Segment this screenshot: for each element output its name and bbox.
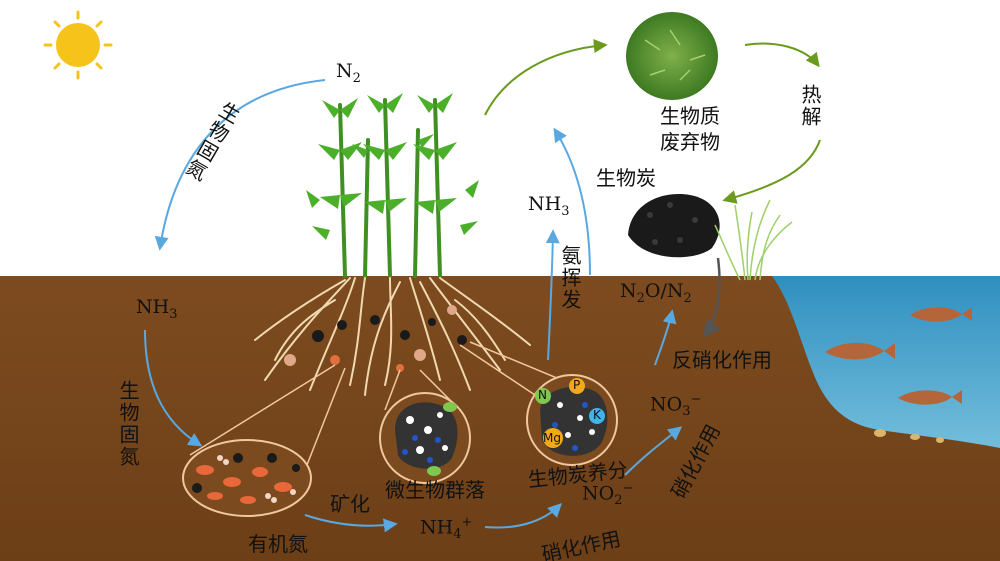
- arrow-mineralization: [304, 514, 398, 533]
- label-nutrient-mg: Mg: [543, 431, 561, 445]
- label-microbial-community: 微生物群落: [385, 478, 485, 502]
- arrow-denitrification: [654, 309, 677, 366]
- nutrient-k-dot: [589, 408, 605, 424]
- label-ammonia-volatilization: 氨挥发: [558, 245, 582, 311]
- label-nh3-left: NH3: [136, 296, 178, 322]
- biomass-waste-icon: [626, 12, 718, 100]
- crop-plants-icon: [306, 93, 479, 278]
- label-n2-top: N2: [336, 60, 361, 86]
- sun-icon: [43, 10, 113, 80]
- nutrient-p-dot: [569, 378, 585, 394]
- nutrient-n-dot: [535, 388, 551, 404]
- plant-roots: [254, 277, 531, 396]
- label-bio-fix-left: 生物固氮: [116, 380, 140, 468]
- zoom-lines: [189, 341, 611, 471]
- arrow-pyrolysis-to-biochar: [722, 139, 821, 204]
- biochar-nutrients-zoom: [526, 374, 618, 466]
- label-nutrient-k: K: [593, 408, 601, 422]
- label-organic-nitrogen: 有机氮: [248, 532, 308, 556]
- label-biochar: 生物炭: [596, 166, 656, 190]
- arrow-biofix-top: [154, 79, 326, 251]
- label-pyrolysis: 热解: [798, 84, 822, 128]
- arrow-nitrification-1: [484, 503, 562, 529]
- label-nutrient-p: P: [573, 378, 581, 392]
- arrow-nitrification-2: [624, 426, 683, 476]
- label-no2: NO2−: [582, 481, 634, 509]
- nutrient-mg-dot: [543, 428, 563, 448]
- arrow-ammonia-volatilization: [545, 229, 560, 361]
- label-nh3-mid: NH3: [528, 193, 570, 219]
- label-mineralization: 矿化: [330, 492, 370, 516]
- shore-stones: [874, 429, 944, 443]
- label-biomass-waste-line1: 生物质: [660, 104, 720, 128]
- label-biomass-waste-line2: 废弃物: [660, 130, 720, 154]
- label-nutrient-n: N: [538, 388, 547, 402]
- fish-icons: [825, 307, 972, 405]
- arrow-plant-to-biomass: [484, 39, 608, 116]
- organic-nitrogen-zoom: [182, 439, 312, 517]
- label-denitrification: 反硝化作用: [672, 348, 772, 372]
- label-no3: NO3−: [650, 392, 702, 420]
- label-nh4: NH4+: [420, 515, 473, 543]
- arrow-biomass-to-pyrolysis: [744, 42, 820, 68]
- label-n2o-n2: N2O/N2: [620, 280, 692, 306]
- reed-grass-icon: [714, 199, 793, 281]
- microbial-community-zoom: [379, 392, 471, 484]
- arrow-ammonia-volatilization-2: [553, 127, 591, 276]
- root-zone-particles: [284, 305, 467, 372]
- arrow-biochar-to-soil: [702, 257, 721, 338]
- biochar-pile-icon: [628, 194, 720, 258]
- arrow-biofix-left: [144, 329, 203, 447]
